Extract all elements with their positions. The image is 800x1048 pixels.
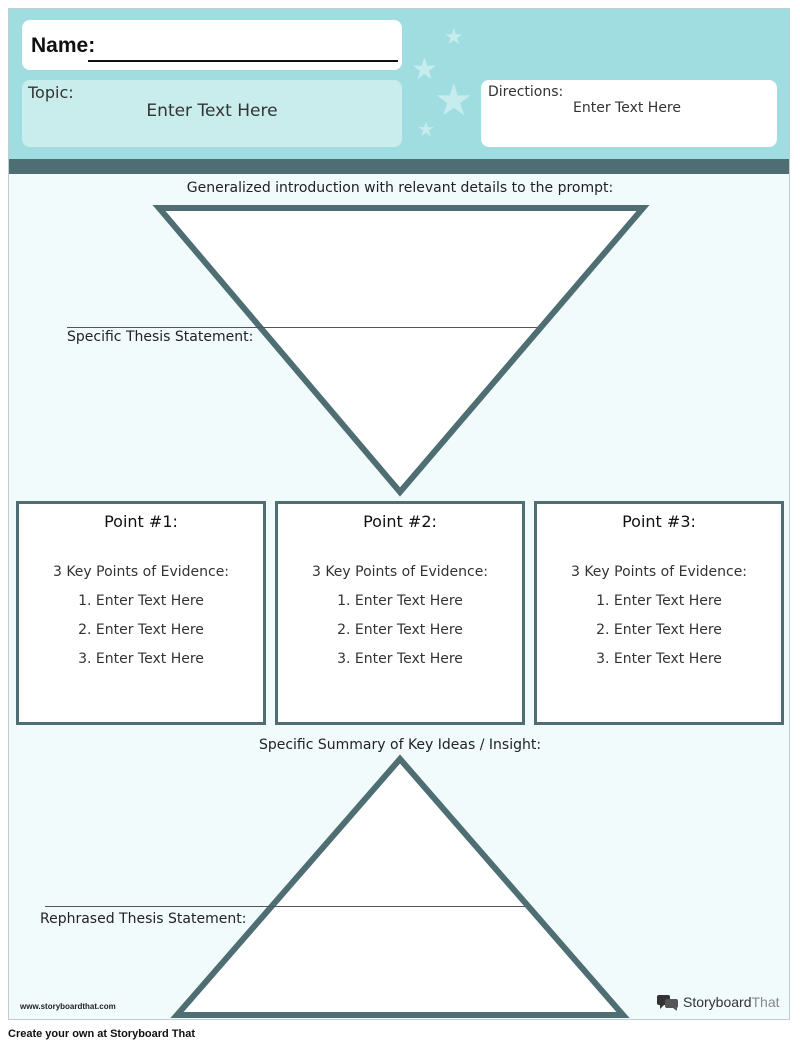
- funnel-diagram: [152, 205, 650, 1018]
- star-icon: ★: [417, 117, 435, 141]
- star-icon: ★: [411, 52, 438, 87]
- introduction-triangle: [152, 205, 650, 497]
- star-icon: ★: [434, 75, 474, 126]
- point-item[interactable]: 3. Enter Text Here: [78, 651, 204, 667]
- rephrased-thesis-label: Rephrased Thesis Statement:: [40, 911, 247, 927]
- point-box-1[interactable]: Point #1: 3 Key Points of Evidence: 1. E…: [16, 501, 266, 725]
- directions-label: Directions:: [488, 84, 564, 100]
- point-title: Point #2:: [363, 512, 437, 531]
- point-subtitle: 3 Key Points of Evidence:: [570, 564, 748, 580]
- point-title: Point #1:: [104, 512, 178, 531]
- logo-text-that: That: [751, 994, 780, 1010]
- point-item[interactable]: 1. Enter Text Here: [596, 593, 722, 609]
- header-band: ★ ★ ★ ★ Name: Topic: Enter Text Here Dir…: [9, 9, 789, 159]
- summary-label: Specific Summary of Key Ideas / Insight:: [258, 737, 542, 753]
- point-item[interactable]: 2. Enter Text Here: [596, 622, 722, 638]
- storyboardthat-link[interactable]: Create your own at Storyboard That: [8, 1028, 196, 1040]
- point-item[interactable]: 2. Enter Text Here: [78, 622, 204, 638]
- header-divider-bar: [9, 159, 789, 174]
- topic-label: Topic:: [28, 83, 74, 102]
- topic-field[interactable]: Topic: Enter Text Here: [22, 80, 402, 147]
- logo-text-storyboard: Storyboard: [683, 994, 752, 1010]
- thesis-label: Specific Thesis Statement:: [67, 329, 254, 345]
- point-item[interactable]: 1. Enter Text Here: [78, 593, 204, 609]
- conclusion-triangle: [170, 754, 630, 1018]
- name-underline: [88, 60, 398, 62]
- point-item[interactable]: 1. Enter Text Here: [337, 593, 463, 609]
- footer-url: www.storyboardthat.com: [20, 1002, 116, 1011]
- point-item[interactable]: 3. Enter Text Here: [337, 651, 463, 667]
- point-box-2[interactable]: Point #2: 3 Key Points of Evidence: 1. E…: [275, 501, 525, 725]
- point-subtitle: 3 Key Points of Evidence:: [311, 564, 489, 580]
- speech-bubbles-icon: [657, 995, 678, 1011]
- rephrased-thesis-line: [45, 906, 525, 907]
- point-item[interactable]: 3. Enter Text Here: [596, 651, 722, 667]
- point-subtitle: 3 Key Points of Evidence:: [52, 564, 230, 580]
- name-label: Name:: [31, 34, 96, 57]
- name-field[interactable]: Name:: [22, 20, 402, 70]
- introduction-label: Generalized introduction with relevant d…: [186, 180, 614, 196]
- directions-field[interactable]: Directions: Enter Text Here: [481, 80, 777, 147]
- directions-value[interactable]: Enter Text Here: [573, 100, 681, 116]
- point-title: Point #3:: [622, 512, 696, 531]
- point-box-3[interactable]: Point #3: 3 Key Points of Evidence: 1. E…: [534, 501, 784, 725]
- point-item[interactable]: 2. Enter Text Here: [337, 622, 463, 638]
- star-icon: ★: [444, 25, 464, 50]
- worksheet: ★ ★ ★ ★ Name: Topic: Enter Text Here Dir…: [8, 8, 790, 1020]
- topic-value[interactable]: Enter Text Here: [146, 101, 278, 121]
- thesis-line: [67, 327, 537, 328]
